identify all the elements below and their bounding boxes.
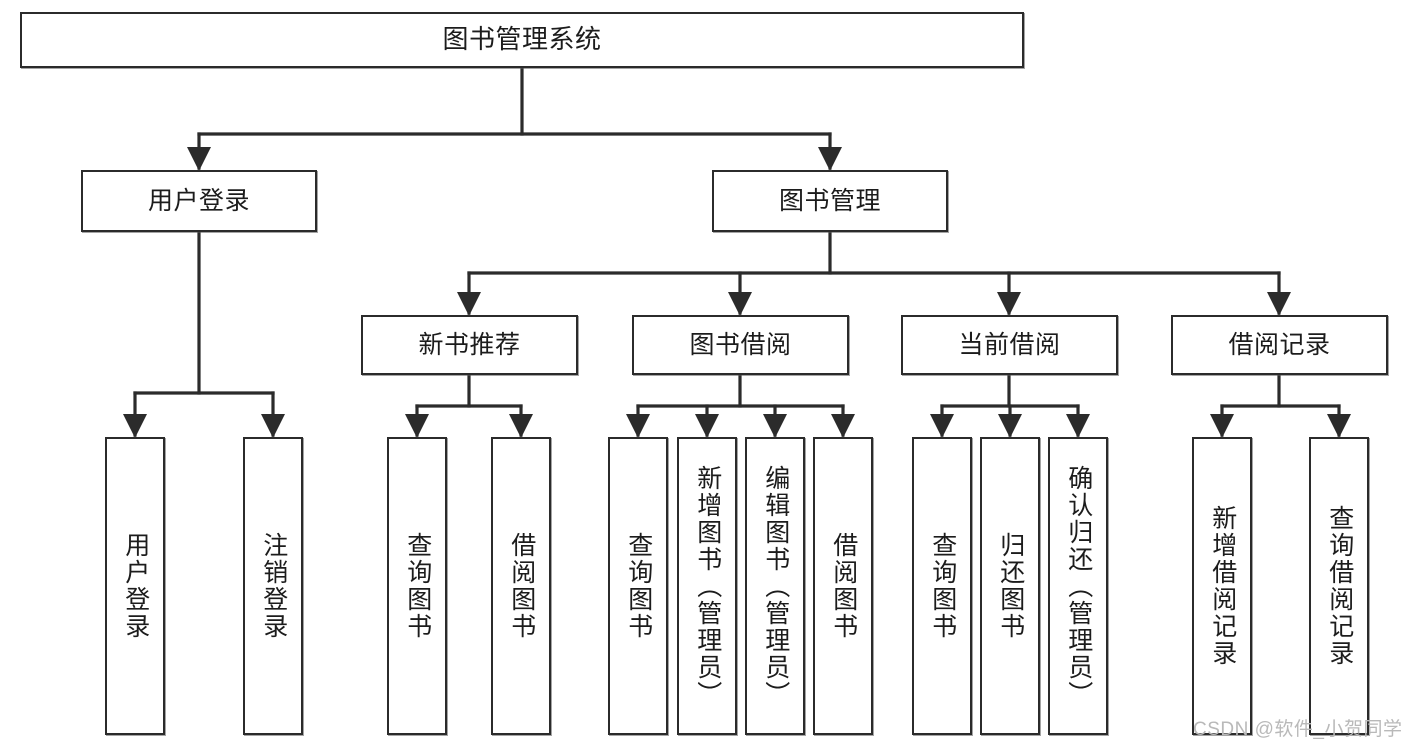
node-leaf-add-book[interactable]: 新增图书（管理员） (677, 437, 737, 735)
node-leaf-query-borrow-record[interactable]: 查询借阅记录 (1309, 437, 1369, 735)
node-leaf-query-book-3[interactable]: 查询图书 (912, 437, 972, 735)
node-leaf-user-login[interactable]: 用户登录 (105, 437, 165, 735)
node-book-management[interactable]: 图书管理 (712, 170, 948, 232)
node-leaf-add-borrow-record-label: 新增借阅记录 (1208, 505, 1237, 667)
node-leaf-logout-login-label: 注销登录 (259, 532, 288, 640)
node-root-label: 图书管理系统 (442, 24, 602, 55)
node-book-borrow[interactable]: 图书借阅 (632, 315, 849, 375)
node-user-login[interactable]: 用户登录 (81, 170, 317, 232)
node-leaf-query-book-3-label: 查询图书 (928, 532, 957, 640)
node-leaf-logout-login[interactable]: 注销登录 (243, 437, 303, 735)
node-leaf-edit-book-label: 编辑图书（管理员） (761, 464, 790, 708)
node-leaf-query-book-1-label: 查询图书 (403, 532, 432, 640)
node-new-book-recommend-label: 新书推荐 (418, 330, 521, 359)
node-leaf-add-book-label: 新增图书（管理员） (693, 464, 722, 708)
node-leaf-edit-book[interactable]: 编辑图书（管理员） (745, 437, 805, 735)
node-leaf-borrow-book-2[interactable]: 借阅图书 (813, 437, 873, 735)
node-current-borrow-label: 当前借阅 (958, 330, 1061, 359)
node-leaf-query-book-2[interactable]: 查询图书 (608, 437, 668, 735)
node-leaf-add-borrow-record[interactable]: 新增借阅记录 (1192, 437, 1252, 735)
node-book-borrow-label: 图书借阅 (689, 330, 792, 359)
node-borrow-record-label: 借阅记录 (1228, 330, 1331, 359)
node-leaf-borrow-book-2-label: 借阅图书 (829, 532, 858, 640)
node-leaf-user-login-label: 用户登录 (121, 532, 150, 640)
node-root[interactable]: 图书管理系统 (20, 12, 1024, 68)
node-new-book-recommend[interactable]: 新书推荐 (361, 315, 578, 375)
node-user-login-label: 用户登录 (147, 186, 250, 215)
node-leaf-query-book-2-label: 查询图书 (624, 532, 653, 640)
node-leaf-borrow-book-1[interactable]: 借阅图书 (491, 437, 551, 735)
node-current-borrow[interactable]: 当前借阅 (901, 315, 1118, 375)
node-leaf-return-book-label: 归还图书 (996, 532, 1025, 640)
node-leaf-borrow-book-1-label: 借阅图书 (507, 532, 536, 640)
node-leaf-query-borrow-record-label: 查询借阅记录 (1325, 505, 1354, 667)
node-book-management-label: 图书管理 (778, 186, 881, 215)
node-leaf-confirm-return[interactable]: 确认归还（管理员） (1048, 437, 1108, 735)
node-leaf-confirm-return-label: 确认归还（管理员） (1064, 464, 1093, 708)
node-leaf-return-book[interactable]: 归还图书 (980, 437, 1040, 735)
node-borrow-record[interactable]: 借阅记录 (1171, 315, 1388, 375)
node-leaf-query-book-1[interactable]: 查询图书 (387, 437, 447, 735)
